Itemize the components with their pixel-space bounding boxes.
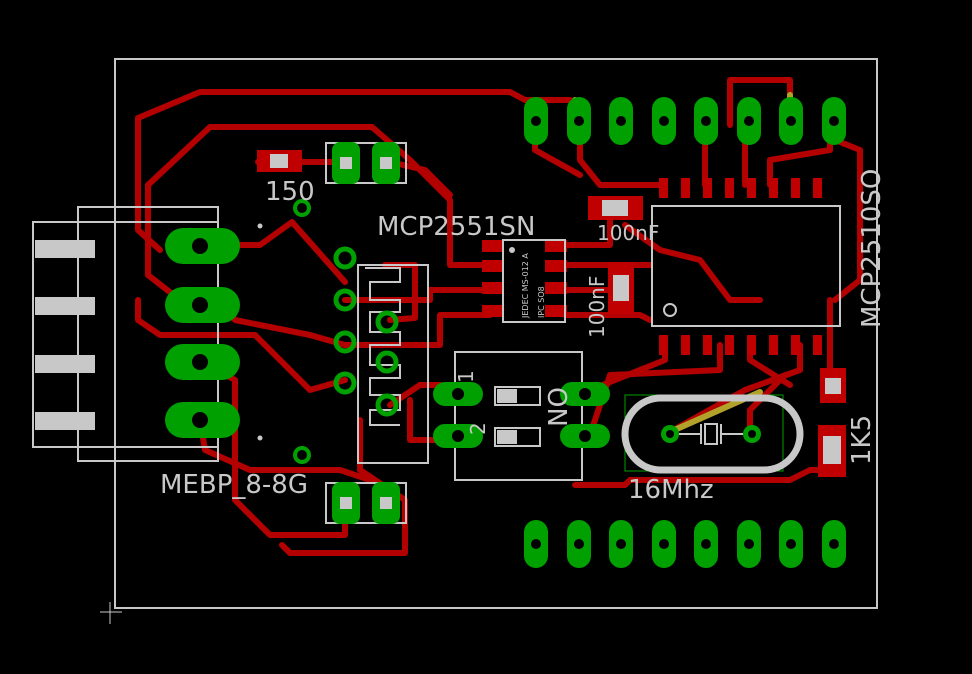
rj-connector-outline xyxy=(32,206,263,462)
ic-marking-1: JEDEC MS-012 A xyxy=(521,253,530,319)
jumper-bottom xyxy=(325,482,407,524)
board-outline xyxy=(114,58,878,609)
origin-cross-icon xyxy=(100,602,122,624)
header-top xyxy=(524,97,846,145)
resistor-150 xyxy=(257,150,302,172)
resistor-1k5 xyxy=(818,368,846,477)
label-connector: MEBP_8-8G xyxy=(160,470,308,500)
label-r-150: 150 xyxy=(265,177,315,207)
dip-switch xyxy=(433,351,610,481)
label-mcp2551sn: MCP2551SN xyxy=(377,212,535,242)
label-cap-100nf-top: 100nF xyxy=(597,221,659,245)
crystal-16mhz xyxy=(621,394,804,474)
label-cap-100nf-vertical: 100nF xyxy=(585,276,609,338)
label-crystal: 16Mhz xyxy=(628,475,714,505)
header-bottom xyxy=(524,520,846,568)
connector-pin-header xyxy=(293,199,429,464)
capacitor-100nf-top xyxy=(588,196,643,220)
ic-marking-2: IPC SO8 xyxy=(537,286,546,318)
jumper-top xyxy=(325,142,407,184)
connector-pads xyxy=(165,228,240,438)
label-dip-on: ON xyxy=(541,387,571,427)
capacitor-100nf-vertical xyxy=(608,262,634,314)
ic-mcp2510so xyxy=(651,178,841,355)
label-mcp2510so: MCP2510SO xyxy=(857,169,887,328)
label-dip-pin1: 1 xyxy=(454,370,478,383)
label-r-1k5: 1K5 xyxy=(847,415,877,465)
label-dip-pin2: 2 xyxy=(466,422,490,435)
ic-mcp2551sn: JEDEC MS-012 A IPC SO8 xyxy=(482,239,567,323)
